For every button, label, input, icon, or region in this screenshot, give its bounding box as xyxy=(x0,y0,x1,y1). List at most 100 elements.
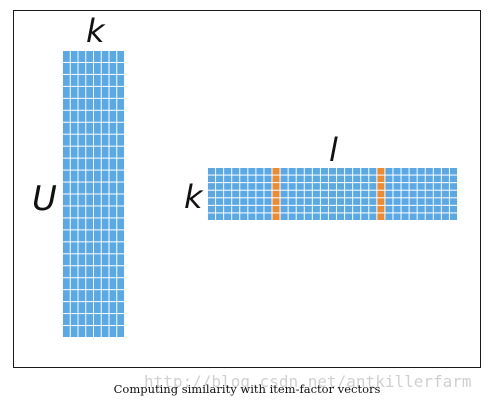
u-matrix-cell xyxy=(109,206,117,218)
u-matrix-cell xyxy=(109,86,117,98)
item-matrix-cell xyxy=(369,213,377,220)
u-matrix-cell xyxy=(78,110,86,122)
u-matrix-cell xyxy=(86,254,93,266)
item-matrix-cell xyxy=(208,198,216,205)
item-matrix-cell xyxy=(216,168,224,175)
u-matrix-cell xyxy=(94,74,101,86)
u-matrix-cell xyxy=(70,134,78,146)
u-matrix-cell xyxy=(70,110,78,122)
item-matrix-cell xyxy=(337,190,345,198)
item-matrix-cell xyxy=(401,175,409,183)
u-matrix-cell xyxy=(109,146,117,158)
u-matrix-cell xyxy=(117,242,124,254)
u-matrix-cell xyxy=(117,326,124,337)
item-matrix-cell xyxy=(425,183,433,190)
u-matrix-cell xyxy=(70,158,78,170)
u-matrix-cell xyxy=(86,218,93,230)
u-matrix-cell xyxy=(78,62,86,74)
item-matrix-cell xyxy=(417,198,425,205)
u-matrix-cell xyxy=(101,194,109,206)
u-matrix-cell xyxy=(63,314,70,326)
item-matrix-highlight-cell xyxy=(377,183,385,190)
u-matrix-cell xyxy=(109,242,117,254)
u-matrix-cell xyxy=(101,326,109,337)
u-matrix-cell xyxy=(109,314,117,326)
item-matrix-cell xyxy=(409,183,417,190)
item-matrix-cell xyxy=(433,175,441,183)
u-matrix-cell xyxy=(94,86,101,98)
item-matrix-cell xyxy=(312,175,320,183)
u-matrix-cell xyxy=(94,122,101,134)
item-matrix-cell xyxy=(232,198,240,205)
u-matrix-cell xyxy=(63,266,70,278)
u-matrix-cell xyxy=(117,206,124,218)
item-matrix-cell xyxy=(417,168,425,175)
item-matrix-cell xyxy=(288,183,296,190)
u-matrix-cell xyxy=(94,278,101,290)
u-matrix-cell xyxy=(101,218,109,230)
u-matrix-cell xyxy=(86,122,93,134)
item-matrix-cell xyxy=(248,175,256,183)
u-matrix-cell xyxy=(63,51,70,62)
item-matrix-cell xyxy=(224,205,232,213)
item-matrix-cell xyxy=(256,213,264,220)
item-matrix-cell xyxy=(264,190,272,198)
u-matrix-cell xyxy=(63,158,70,170)
u-matrix-cell xyxy=(63,134,70,146)
u-matrix-cell xyxy=(109,122,117,134)
item-matrix-cell xyxy=(401,183,409,190)
u-matrix-cell xyxy=(94,314,101,326)
item-matrix-cell xyxy=(337,198,345,205)
item-matrix-cell xyxy=(304,183,312,190)
u-matrix-cell xyxy=(78,134,86,146)
u-matrix-cell xyxy=(94,170,101,182)
u-matrix-cell xyxy=(78,230,86,242)
u-matrix-cell xyxy=(86,206,93,218)
item-matrix-cell xyxy=(337,213,345,220)
item-matrix-cell xyxy=(328,168,337,175)
u-matrix-cell xyxy=(109,302,117,314)
item-matrix-cell xyxy=(337,183,345,190)
u-matrix-cell xyxy=(63,62,70,74)
u-matrix-cell xyxy=(101,62,109,74)
u-matrix-cell xyxy=(117,134,124,146)
item-matrix-cell xyxy=(449,198,457,205)
item-matrix-cell xyxy=(208,175,216,183)
item-matrix-cell xyxy=(328,198,337,205)
item-matrix-cell xyxy=(232,190,240,198)
u-matrix-cell xyxy=(63,122,70,134)
item-matrix-cell xyxy=(304,175,312,183)
item-matrix-cell xyxy=(216,190,224,198)
u-matrix-cell xyxy=(109,290,117,302)
item-matrix-highlight-cell xyxy=(272,213,280,220)
u-matrix-cell xyxy=(63,278,70,290)
item-matrix-cell xyxy=(441,183,449,190)
item-matrix-cell xyxy=(409,205,417,213)
item-matrix-cell xyxy=(369,168,377,175)
u-matrix-cell xyxy=(86,302,93,314)
item-matrix-cell xyxy=(425,205,433,213)
item-matrix-cell xyxy=(320,213,328,220)
u-matrix-cell xyxy=(78,194,86,206)
item-matrix-cell xyxy=(345,213,353,220)
item-matrix-cell xyxy=(264,198,272,205)
item-matrix-cell xyxy=(433,168,441,175)
u-matrix-cell xyxy=(78,51,86,62)
u-matrix-cell xyxy=(101,134,109,146)
item-matrix-highlight-cell xyxy=(377,213,385,220)
u-matrix-cell xyxy=(117,266,124,278)
u-matrix-cell xyxy=(86,230,93,242)
item-matrix-cell xyxy=(312,190,320,198)
u-matrix-cell xyxy=(86,134,93,146)
u-matrix-cell xyxy=(117,218,124,230)
item-matrix-cell xyxy=(441,168,449,175)
u-matrix-k-label: k xyxy=(86,12,106,50)
u-matrix-cell xyxy=(94,254,101,266)
item-matrix-cell xyxy=(296,213,304,220)
item-matrix-cell xyxy=(433,190,441,198)
item-matrix-cell xyxy=(224,175,232,183)
u-matrix-cell xyxy=(70,230,78,242)
u-matrix-cell xyxy=(86,98,93,110)
u-matrix-cell xyxy=(70,194,78,206)
